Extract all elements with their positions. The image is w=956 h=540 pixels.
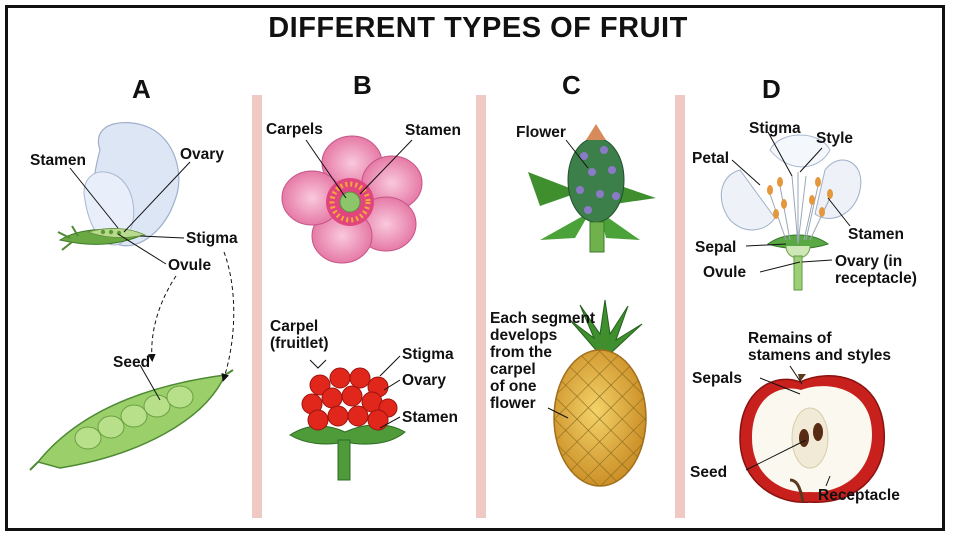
pink-flower: [282, 136, 422, 263]
label-d-remains: Remains of stamens and styles: [748, 330, 891, 364]
label-b-carpel-fruitlet: Carpel (fruitlet): [270, 318, 329, 352]
label-d-sepals: Sepals: [692, 370, 742, 387]
pineapple-flower: [528, 124, 656, 252]
label-a-seed: Seed: [113, 354, 150, 371]
label-d-style: Style: [816, 130, 853, 147]
label-a-ovule: Ovule: [168, 257, 211, 274]
label-d-stigma: Stigma: [749, 120, 801, 137]
pea-flower: [58, 123, 179, 250]
label-d-petal: Petal: [692, 150, 729, 167]
label-d-ovule: Ovule: [703, 264, 746, 281]
pea-pod: [30, 370, 233, 470]
label-b-stamen-2: Stamen: [402, 409, 458, 426]
label-a-ovary: Ovary: [180, 146, 224, 163]
label-c-flower: Flower: [516, 124, 566, 141]
label-b-stigma: Stigma: [402, 346, 454, 363]
label-b-stamen: Stamen: [405, 122, 461, 139]
label-d-receptacle: Receptacle: [818, 487, 900, 504]
label-d-stamen: Stamen: [848, 226, 904, 243]
apple-cross-section: [740, 374, 884, 502]
label-b-ovary: Ovary: [402, 372, 446, 389]
label-d-sepal: Sepal: [695, 239, 736, 256]
label-c-segment-note: Each segment develops from the carpel of…: [490, 310, 595, 412]
label-b-carpels: Carpels: [266, 121, 323, 138]
label-d-seed: Seed: [690, 464, 727, 481]
label-d-ovary: Ovary (in receptacle): [835, 253, 917, 287]
label-a-stamen: Stamen: [30, 152, 86, 169]
label-a-stigma: Stigma: [186, 230, 238, 247]
